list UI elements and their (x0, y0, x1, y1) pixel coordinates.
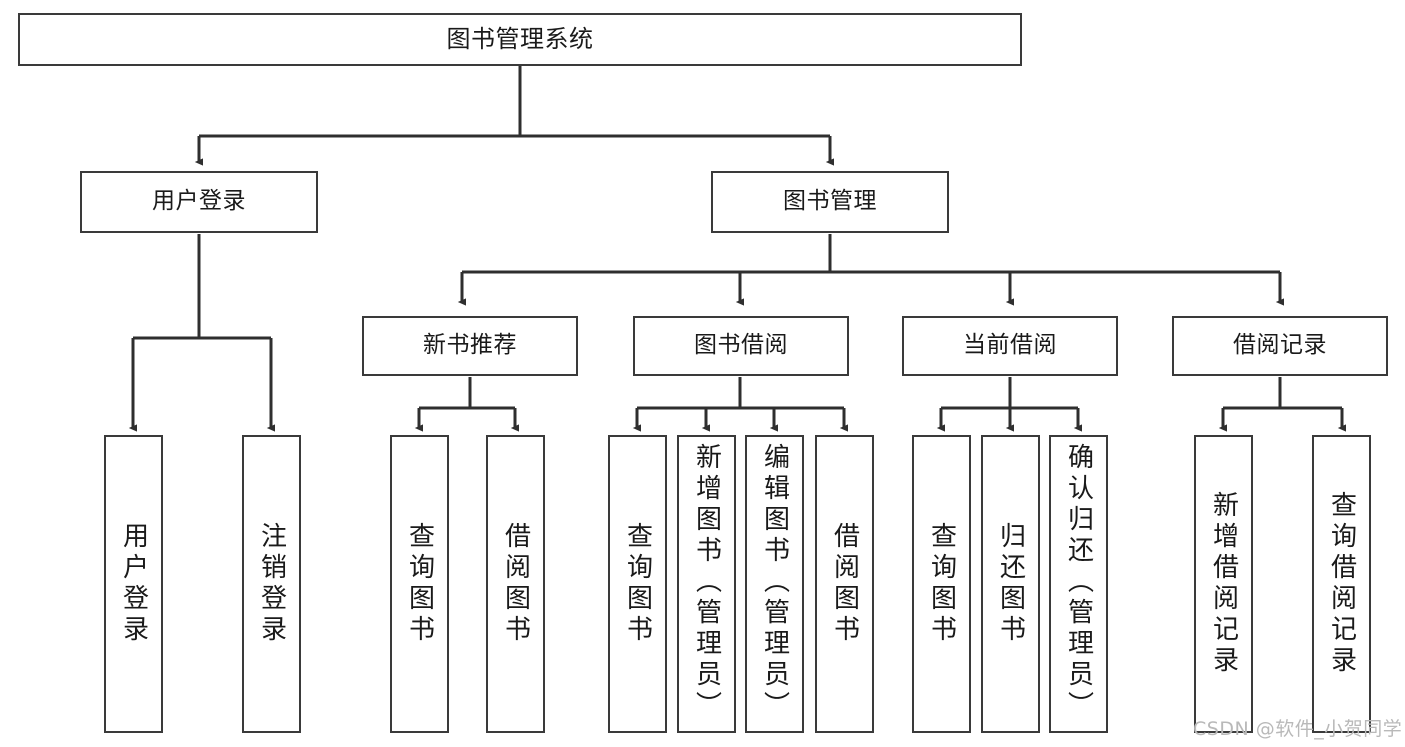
node-label: 查询借阅记录 (1326, 491, 1357, 677)
node-label: 借阅图书 (829, 522, 860, 646)
node-leaf-query-book-3[interactable]: 查询图书 (912, 435, 971, 733)
node-label: 借阅图书 (500, 522, 531, 646)
node-label: 新书推荐 (423, 332, 517, 359)
node-leaf-query-book-1[interactable]: 查询图书 (390, 435, 449, 733)
node-leaf-user-login[interactable]: 用户登录 (104, 435, 163, 733)
node-label: 查询图书 (926, 522, 957, 646)
node-leaf-return-book[interactable]: 归还图书 (981, 435, 1040, 733)
node-label: 新增图书（管理员） (691, 443, 722, 722)
node-borrow-record[interactable]: 借阅记录 (1172, 316, 1388, 376)
node-root-system[interactable]: 图书管理系统 (18, 13, 1022, 66)
node-new-book-recommend[interactable]: 新书推荐 (362, 316, 578, 376)
node-label: 查询图书 (622, 522, 653, 646)
node-leaf-add-borrow-record[interactable]: 新增借阅记录 (1194, 435, 1253, 733)
node-label: 注销登录 (256, 522, 287, 646)
node-label: 查询图书 (404, 522, 435, 646)
node-leaf-query-book-2[interactable]: 查询图书 (608, 435, 667, 733)
node-label: 确认归还（管理员） (1063, 443, 1094, 722)
node-book-manage[interactable]: 图书管理 (711, 171, 949, 233)
watermark-csdn: CSDN @软件_小贺同学 (1193, 718, 1403, 740)
node-leaf-logout-login[interactable]: 注销登录 (242, 435, 301, 733)
node-leaf-edit-book-admin[interactable]: 编辑图书（管理员） (745, 435, 804, 733)
node-book-borrow[interactable]: 图书借阅 (633, 316, 849, 376)
node-label: 借阅记录 (1233, 332, 1327, 359)
node-label: 用户登录 (118, 522, 149, 646)
node-label: 编辑图书（管理员） (759, 443, 790, 722)
node-user-login[interactable]: 用户登录 (80, 171, 318, 233)
node-label: 用户登录 (152, 188, 246, 215)
node-leaf-borrow-book-1[interactable]: 借阅图书 (486, 435, 545, 733)
node-label: 归还图书 (995, 522, 1026, 646)
node-leaf-confirm-return-admin[interactable]: 确认归还（管理员） (1049, 435, 1108, 733)
node-label: 图书借阅 (694, 332, 788, 359)
node-label: 图书管理 (783, 188, 877, 215)
node-leaf-add-book-admin[interactable]: 新增图书（管理员） (677, 435, 736, 733)
node-leaf-query-borrow-record[interactable]: 查询借阅记录 (1312, 435, 1371, 733)
node-label: 当前借阅 (963, 332, 1057, 359)
node-leaf-borrow-book-2[interactable]: 借阅图书 (815, 435, 874, 733)
node-label: 新增借阅记录 (1208, 491, 1239, 677)
node-label: 图书管理系统 (446, 25, 594, 54)
node-current-borrow[interactable]: 当前借阅 (902, 316, 1118, 376)
